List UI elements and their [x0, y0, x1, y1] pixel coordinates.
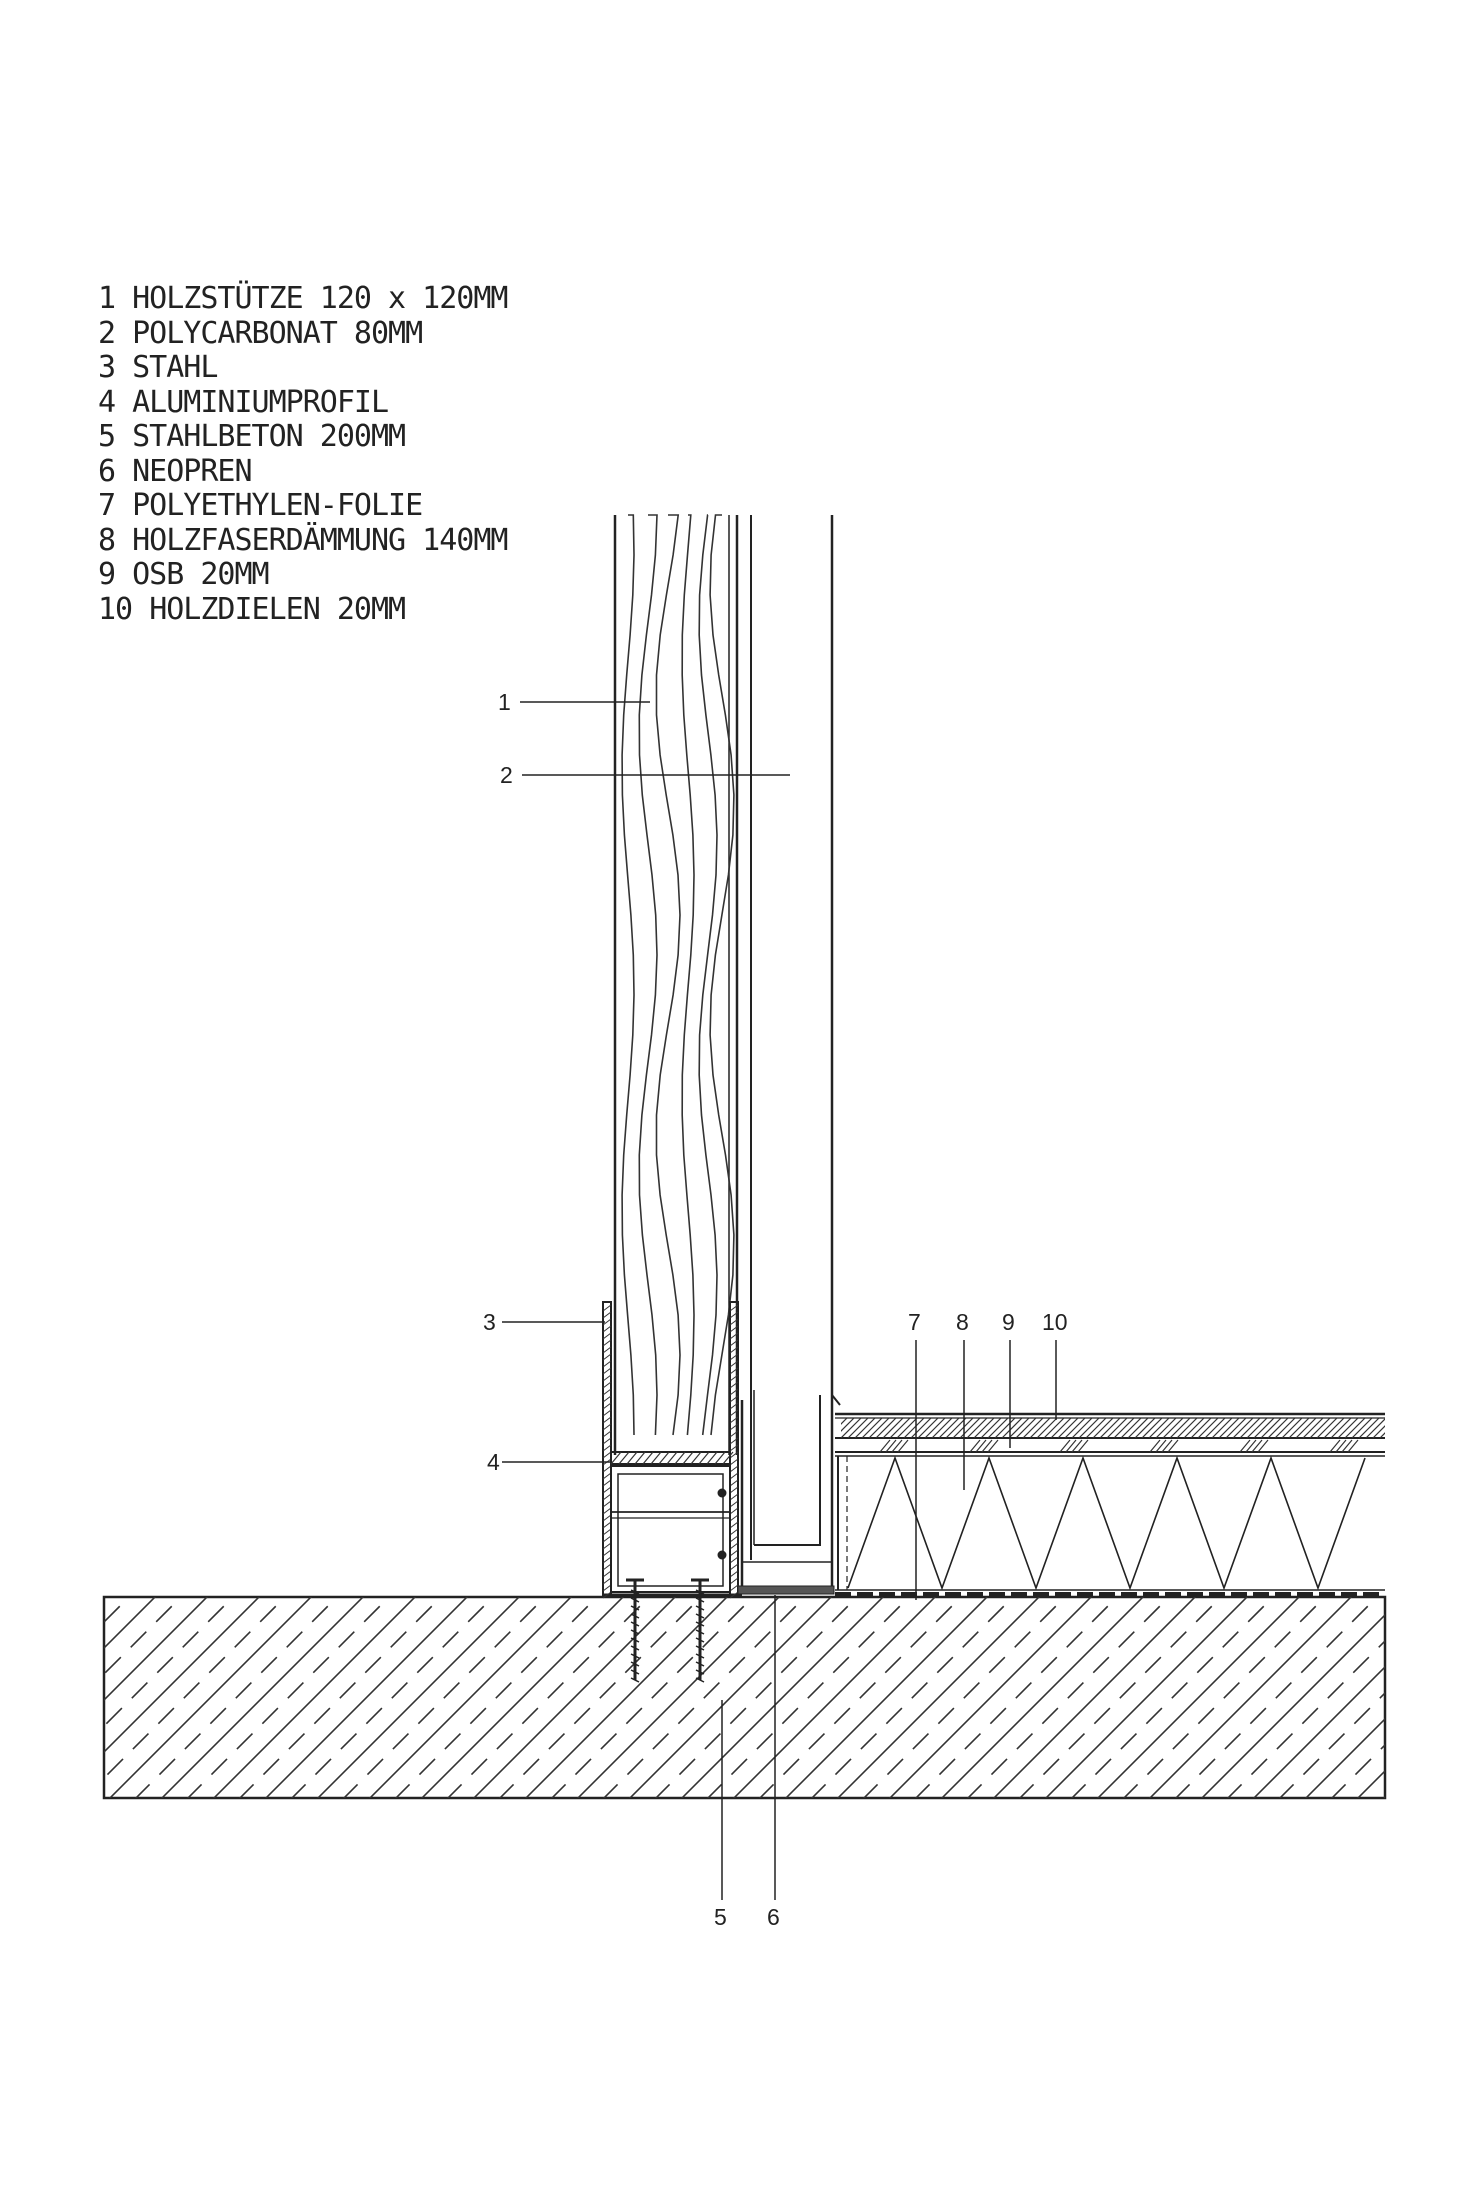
leader-lines: [502, 701, 1057, 1900]
legend-item-9: 9 OSB 20MM: [98, 557, 507, 593]
legend-item-text: OSB 20MM: [132, 557, 269, 592]
callout-9: 9: [1002, 1309, 1015, 1335]
legend-item-text: ALUMINIUMPROFIL: [132, 384, 389, 420]
anchor-bolts: [626, 1488, 727, 1683]
polycarbonate-panel: [740, 515, 841, 1592]
callout-1: 1: [498, 689, 511, 715]
legend-item-3: 3 STAHL: [98, 350, 507, 386]
callout-7: 7: [908, 1309, 921, 1335]
legend-item-2: 2 POLYCARBONAT 80MM: [98, 315, 507, 352]
legend-item-7: 7 POLYETHYLEN-FOLIE: [98, 488, 507, 524]
callout-5: 5: [714, 1904, 727, 1930]
legend-item-text: NEOPREN: [132, 453, 252, 489]
neoprene-pad: [737, 1585, 835, 1595]
legend-item-number: 4: [98, 384, 116, 420]
legend-item-text: STAHLBETON 200MM: [132, 419, 406, 454]
aluminium-profile: [610, 1451, 734, 1593]
legend-item-text: HOLZDIELEN 20MM: [149, 591, 406, 627]
legend-item-4: 4 ALUMINIUMPROFIL: [98, 384, 507, 421]
legend-item-5: 5 STAHLBETON 200MM: [98, 419, 507, 455]
legend-item-number: 2: [98, 315, 116, 351]
legend-item-number: 10: [98, 591, 133, 627]
legend-item-10: 10 HOLZDIELEN 20MM: [98, 591, 507, 628]
legend-item-6: 6 NEOPREN: [98, 453, 507, 490]
callout-10: 10: [1042, 1309, 1068, 1335]
callout-3: 3: [483, 1309, 496, 1335]
callout-2: 2: [500, 762, 513, 788]
callout-6: 6: [767, 1904, 780, 1930]
legend-item-number: 8: [98, 522, 116, 558]
legend-item-1: 1 HOLZSTÜTZE 120 x 120MM: [98, 281, 508, 317]
legend-item-8: 8 HOLZFASERDÄMMUNG 140MM: [98, 522, 508, 559]
legend-item-number: 7: [98, 488, 116, 523]
floor-buildup: [835, 1412, 1385, 1596]
legend-item-text: HOLZSTÜTZE 120 x 120MM: [132, 281, 508, 316]
legend-item-number: 3: [98, 350, 116, 385]
legend-item-number: 5: [98, 419, 116, 454]
callout-4: 4: [487, 1449, 500, 1475]
legend-item-number: 9: [98, 557, 116, 592]
steel-shoe: [602, 1301, 742, 1599]
legend-item-text: HOLZFASERDÄMMUNG 140MM: [132, 522, 508, 558]
legend-item-number: 6: [98, 453, 116, 489]
legend-item-number: 1: [98, 281, 116, 316]
concrete-slab: [102, 1595, 1387, 1800]
callout-8: 8: [956, 1309, 969, 1335]
timber-column: [613, 514, 739, 1455]
legend-item-text: POLYETHYLEN-FOLIE: [132, 488, 423, 523]
legend-item-text: STAHL: [132, 350, 218, 385]
legend-item-text: POLYCARBONAT 80MM: [132, 315, 423, 351]
